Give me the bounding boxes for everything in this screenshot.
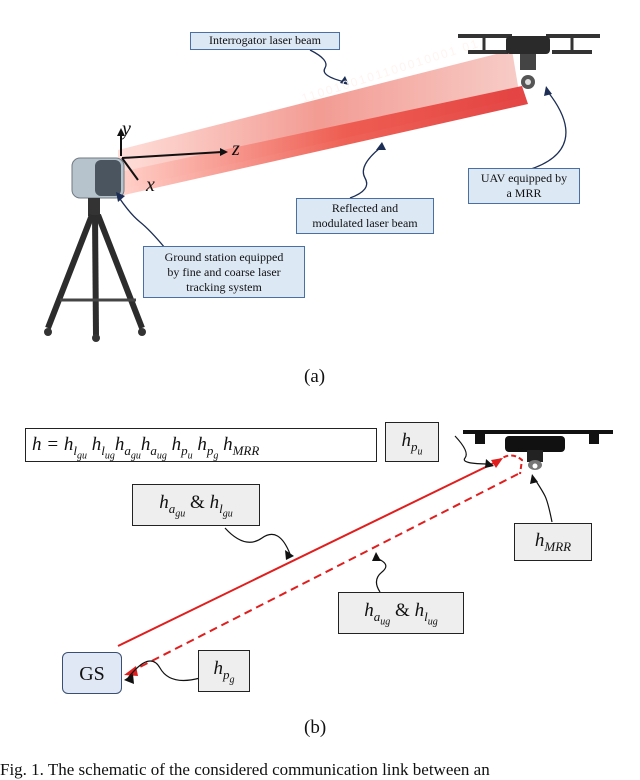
callout-haug [375, 557, 387, 593]
uav-text-1: UAV equipped by [480, 171, 568, 185]
axis-x-label: x [146, 174, 155, 196]
ground-text-3: tracking system [186, 280, 262, 294]
equation-lhs: h = [32, 434, 64, 455]
ground-station-gs-box: GS [62, 652, 122, 694]
uav-drone-b-icon [463, 430, 613, 470]
hpg-label: hpg [198, 650, 250, 692]
callout-hmrr [533, 477, 553, 523]
reflected-beam [120, 86, 528, 196]
ground-text-2: by fine and coarse laser [167, 265, 281, 279]
callout-hpu [454, 435, 491, 465]
callout-interrogator [309, 49, 346, 83]
panel-a-graphics [44, 34, 600, 342]
ground-station-icon [44, 157, 146, 342]
reflected-text-1: Reflected and [331, 201, 399, 215]
interrogator-beam-label: Interrogator laser beam [190, 32, 340, 50]
axis-y-label: y [122, 118, 131, 140]
hmrr-label: hMRR [514, 523, 592, 561]
ground-text-1: Ground station equipped [164, 250, 284, 264]
callout-ground [117, 195, 166, 249]
mrr-loop-dashed [496, 454, 524, 475]
panel-b-graphics [117, 430, 613, 684]
callout-hagu [224, 527, 291, 555]
callout-reflected [349, 147, 381, 199]
uplink-solid-line [117, 461, 497, 647]
axis-z-label: z [232, 138, 240, 160]
eq-term-2: hlug [91, 434, 115, 462]
callout-uav [527, 91, 567, 171]
haug-hlug-label: haug & hlug [338, 592, 464, 634]
caption-b: (b) [304, 717, 327, 738]
caption-a: (a) [304, 366, 326, 387]
channel-equation: h = hlgu hlughaguhaug hpu hpg hMRR [25, 428, 377, 462]
axis-x-arrow [121, 157, 139, 181]
eq-term-6: hpg [197, 434, 219, 462]
reflected-beam-label: Reflected and modulated laser beam [296, 198, 434, 234]
eq-term-7: hMRR [223, 434, 260, 458]
downlink-dashed-line [133, 473, 519, 671]
eq-term-5: hpu [171, 434, 193, 462]
axis-z-arrow [121, 151, 223, 159]
uav-label: UAV equipped by a MRR [468, 168, 580, 204]
interrogator-text: Interrogator laser beam [209, 33, 321, 47]
hagu-hlgu-label: hagu & hlgu [132, 484, 260, 526]
eq-term-3: hagu [114, 434, 141, 462]
hpu-label: hpu [385, 422, 439, 462]
uav-drone-icon [458, 34, 600, 89]
callout-hpg [127, 660, 201, 681]
reflected-text-2: modulated laser beam [312, 216, 418, 230]
ground-station-label: Ground station equipped by fine and coar… [143, 246, 305, 298]
uav-text-2: a MRR [506, 186, 542, 200]
eq-term-1: hlgu [63, 434, 87, 462]
figure-caption: Fig. 1. The schematic of the considered … [0, 760, 490, 779]
eq-term-4: haug [140, 434, 167, 462]
